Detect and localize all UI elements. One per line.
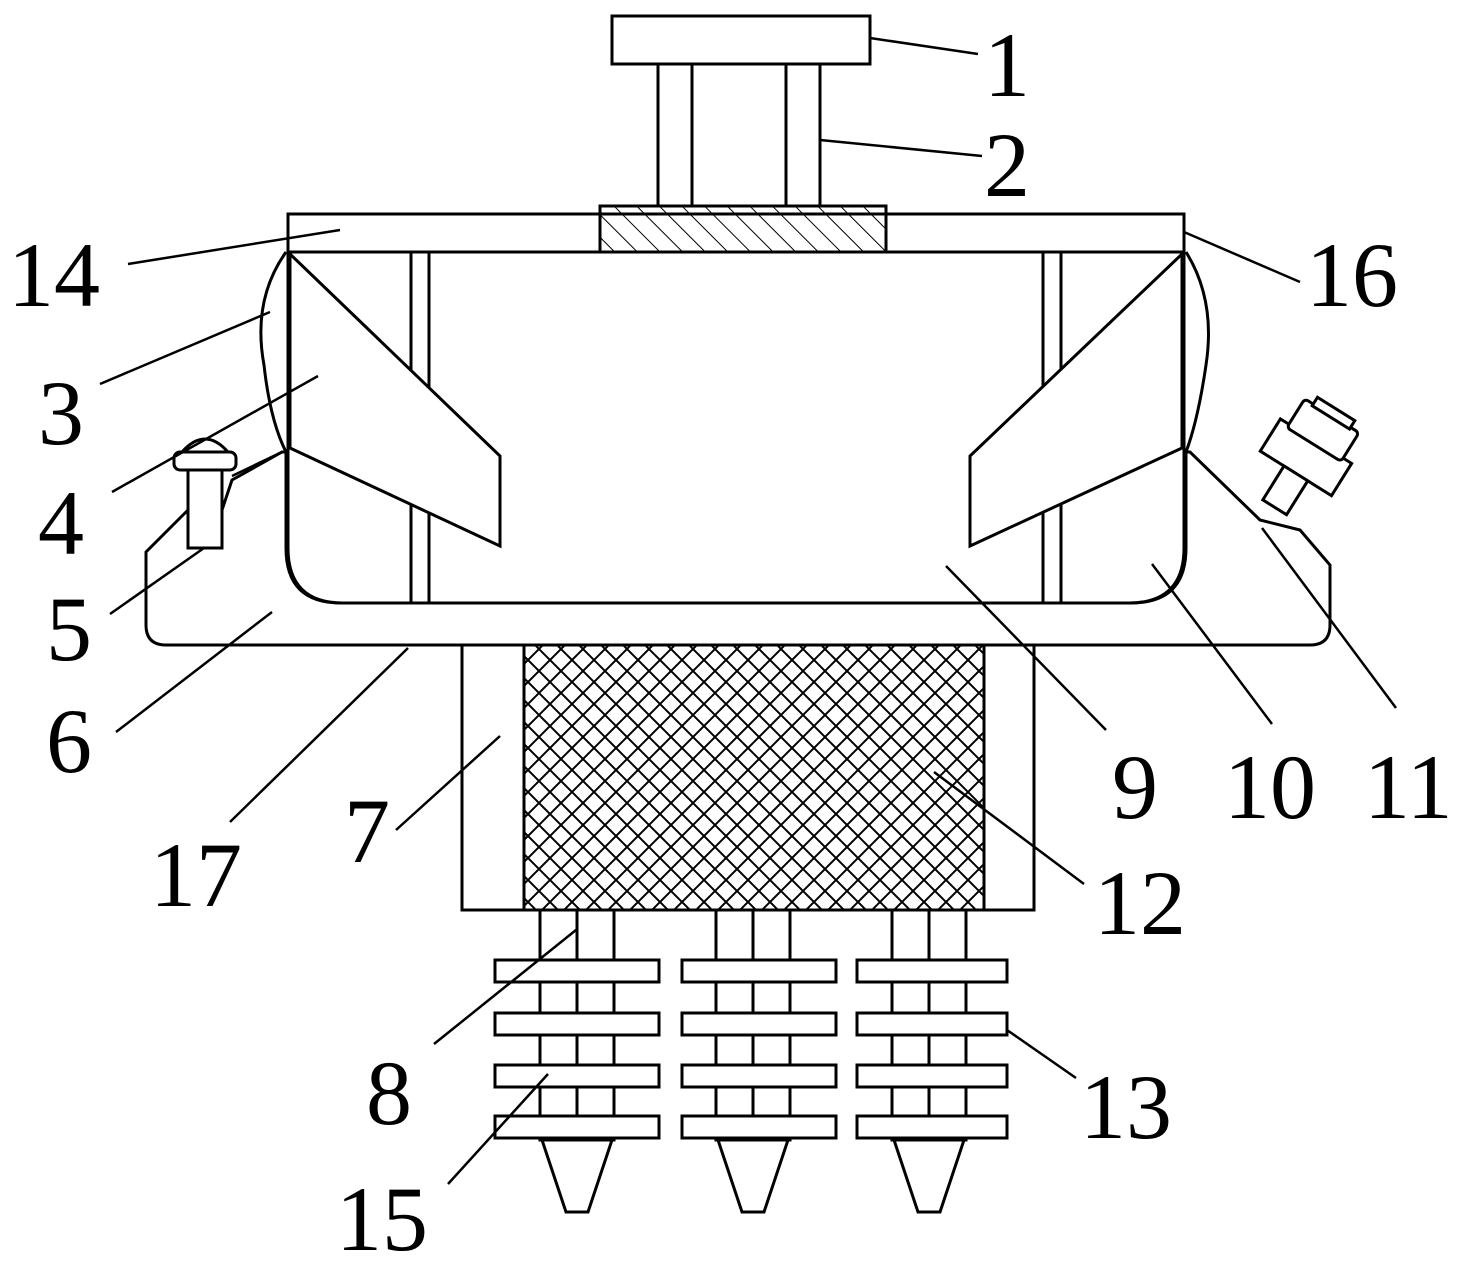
label-11: 11 [1364,736,1453,838]
label-12: 12 [1094,852,1186,954]
top-plate [610,14,872,66]
label-16: 16 [1306,224,1398,326]
rod-left [656,62,694,208]
drill-column-2 [680,908,838,1214]
label-6: 6 [46,690,92,792]
label-9: 9 [1112,736,1158,838]
base-housing [144,450,1332,647]
label-8: 8 [366,1042,412,1144]
nozzle-right [1258,395,1360,517]
deflector-left [288,250,502,549]
side-bulge-left [259,251,288,453]
label-2: 2 [984,114,1030,216]
drill-column-3 [855,908,1009,1214]
label-14: 14 [8,224,100,326]
rod-right [784,62,822,208]
label-3: 3 [38,362,84,464]
label-4: 4 [38,472,84,574]
inner-body [286,250,1186,605]
label-10: 10 [1224,736,1316,838]
leader-lines [99,36,1398,1185]
label-7: 7 [344,780,390,882]
label-5: 5 [46,578,92,680]
hatched-block [598,204,888,254]
valve-stem [186,468,224,550]
side-bulge-right [1184,251,1210,453]
deflector-right [968,250,1184,549]
label-17: 17 [150,824,242,926]
label-1: 1 [984,14,1030,116]
label-13: 13 [1080,1056,1172,1158]
drill-column-1 [493,908,661,1214]
valve-cap [172,450,238,472]
mesh-screen [522,643,986,912]
label-15: 15 [336,1168,428,1270]
